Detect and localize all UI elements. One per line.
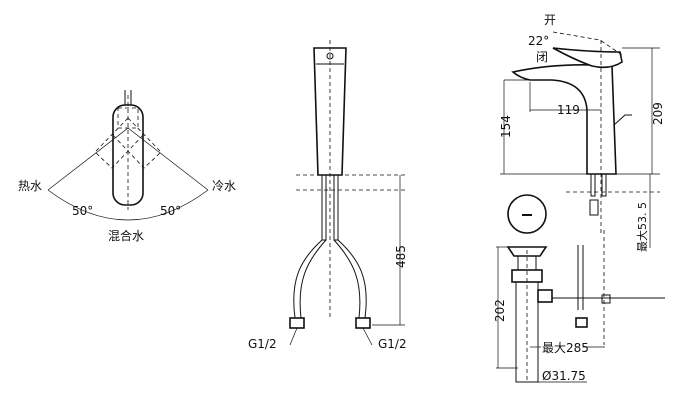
reach-119-dim: 119	[557, 103, 580, 117]
mixed-water-label: 混合水	[108, 228, 144, 243]
close-label: 闭	[536, 50, 548, 64]
front-view: 485 G1/2 G1/2	[248, 40, 408, 351]
lever-angle-label: 22°	[528, 34, 549, 48]
spout-body	[511, 64, 617, 175]
drain-view: 202 最大285 Ø31.75	[493, 194, 665, 383]
angle-right-label: 50°	[160, 204, 181, 218]
max-thickness-dim: 最大53. 5	[635, 202, 649, 252]
pipe-diameter-dim: Ø31.75	[542, 369, 586, 383]
spout-height-154-dim: 154	[499, 115, 513, 138]
side-view: 154 119 209 开 22° 闭 最大53. 5	[499, 13, 665, 252]
cold-water-label: 冷水	[212, 179, 236, 193]
open-label: 开	[544, 13, 556, 27]
thread-right-label: G1/2	[378, 337, 407, 351]
height-485-dim: 485	[394, 245, 408, 268]
drain-height-202-dim: 202	[493, 299, 507, 322]
max-distance-dim: 最大285	[542, 341, 589, 355]
angle-left-label: 50°	[72, 204, 93, 218]
thread-left-label: G1/2	[248, 337, 277, 351]
total-height-209-dim: 209	[651, 102, 665, 125]
lever-handle	[552, 47, 623, 69]
hot-water-label: 热水	[18, 179, 42, 193]
top-view: 热水 冷水 50° 50° 混合水	[18, 90, 236, 243]
